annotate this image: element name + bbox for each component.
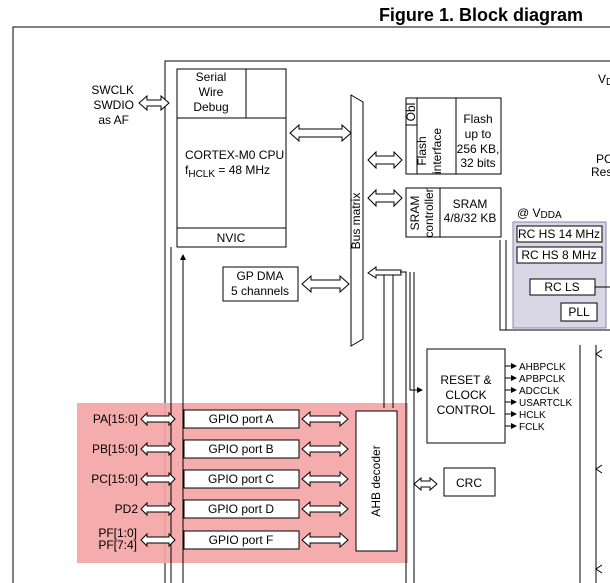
- rc-ls-label: RC LS: [544, 280, 579, 294]
- edge-vd-label: VD: [598, 72, 610, 88]
- decoder-arrow-b: [301, 440, 349, 458]
- gpio-port-label-a: GPIO port A: [209, 412, 274, 426]
- gpio-rows: PA[15:0] GPIO port A PB[15:0] GPIO port B PC…: [91, 409, 349, 552]
- gpio-port-c: [183, 469, 300, 489]
- pin-arrow-a: [140, 411, 176, 427]
- outer-frame: [12, 26, 610, 583]
- flash-mem-line4: 32 bits: [460, 156, 495, 170]
- pin-label-c: PC[15:0]: [91, 472, 138, 486]
- gp-dma-line2: 5 channels: [231, 284, 289, 298]
- edge-pc-label: PC: [596, 152, 610, 166]
- flash-block: [405, 97, 502, 175]
- rcc-line3: CONTROL: [437, 403, 496, 417]
- sram-line1: SRAM: [453, 197, 488, 211]
- bus-matrix: [350, 94, 364, 347]
- decoder-arrow-d: [301, 500, 349, 518]
- decoder-arrow-f: [301, 531, 349, 549]
- edge-res-label: Res: [591, 165, 610, 179]
- cpu-bus-arrow: [289, 123, 352, 143]
- sram-ctrl-line2: controller: [422, 188, 436, 237]
- ahb-decoder-block: [355, 410, 398, 552]
- pin-arrow-d: [140, 501, 176, 517]
- gpio-port-a: [183, 409, 300, 429]
- crc-block: [443, 467, 496, 497]
- as-af-label: as AF: [98, 113, 129, 127]
- sram-block: [405, 187, 502, 238]
- pin-arrow-c: [140, 471, 176, 487]
- rc-hs8-block: [516, 246, 603, 264]
- sw-debug-line3: Debug: [193, 100, 228, 114]
- sram-line2: 4/8/32 KB: [444, 211, 497, 225]
- pin-arrow-f: [140, 532, 176, 548]
- pll-block: [560, 302, 598, 322]
- clock-hclk: HCLK: [519, 410, 546, 421]
- clock-ahbpclk: AHBPCLK: [519, 362, 566, 373]
- clock-outputs: AHBPCLK APBPCLK ADCCLK USARTCLK HCLK FCL…: [505, 362, 572, 433]
- bus-matrix-label: Bus matrix: [349, 193, 363, 250]
- flash-mem-line3: 256 KB,: [457, 142, 500, 156]
- pin-label-a: PA[15:0]: [93, 412, 138, 426]
- flash-mem-line2: up to: [465, 127, 492, 141]
- pin-label-d: PD2: [115, 502, 139, 516]
- nvic-label: NVIC: [217, 231, 246, 245]
- bus-flash-arrow: [367, 150, 403, 170]
- pll-label: PLL: [568, 305, 590, 319]
- gpio-port-label-c: GPIO port C: [208, 472, 274, 486]
- pin-label-f-0: PF[1:0]: [98, 526, 137, 540]
- flash-if-line2: interface: [430, 128, 444, 174]
- gpio-port-b: [183, 439, 300, 459]
- dma-bus-arrow: [301, 274, 350, 294]
- decoder-arrow-c: [301, 470, 349, 488]
- clock-adcclk: ADCCLK: [519, 386, 560, 397]
- gpio-port-label-b: GPIO port B: [208, 442, 273, 456]
- clock-fclk: FCLK: [519, 422, 545, 433]
- gp-dma-block: [222, 266, 299, 302]
- rcc-line1: RESET &: [440, 373, 491, 387]
- cpu-frequency: fHCLK = 48 MHz: [185, 163, 270, 180]
- bus-sram-arrow: [367, 188, 403, 208]
- rc-hs14-label: RC HS 14 MHz: [518, 227, 600, 241]
- pin-arrow-b: [140, 441, 176, 457]
- flash-mem-line1: Flash: [463, 112, 492, 126]
- obl-label: Obl: [404, 103, 418, 122]
- gpio-port-label-f: GPIO port F: [209, 533, 274, 547]
- ahb-decoder-label: AHB decoder: [369, 445, 383, 516]
- pin-label-f-1: PF[7:4]: [98, 538, 137, 552]
- vdda-label: @ VDDA: [517, 206, 562, 221]
- clock-usartclk: USARTCLK: [519, 398, 572, 409]
- rcc-line2: CLOCK: [445, 388, 486, 402]
- gp-dma-line1: GP DMA: [236, 269, 283, 283]
- gpio-port-f: [183, 530, 300, 550]
- swdio-label: SWDIO: [93, 98, 134, 112]
- rc-hs14-block: [516, 225, 603, 243]
- cpu-block: [176, 68, 287, 248]
- sram-ctrl-line1: SRAM: [408, 196, 422, 231]
- clock-apbpclk: APBPCLK: [519, 374, 565, 385]
- swclk-label: SWCLK: [91, 83, 134, 97]
- cpu-label: CORTEX-M0 CPU: [185, 148, 284, 162]
- figure-title: Figure 1. Block diagram: [379, 5, 583, 25]
- flash-if-line1: Flash: [415, 136, 429, 165]
- reset-clock-block: [426, 348, 506, 444]
- gpio-port-d: [183, 499, 300, 519]
- sw-debug-line1: Serial: [196, 70, 227, 84]
- decoder-arrow-a: [301, 410, 349, 428]
- swd-double-arrow: [138, 94, 170, 112]
- rc-hs8-label: RC HS 8 MHz: [521, 248, 596, 262]
- pin-label-b: PB[15:0]: [92, 442, 138, 456]
- crc-label: CRC: [456, 476, 482, 490]
- sw-debug-line2: Wire: [199, 85, 224, 99]
- gpio-port-label-d: GPIO port D: [208, 502, 274, 516]
